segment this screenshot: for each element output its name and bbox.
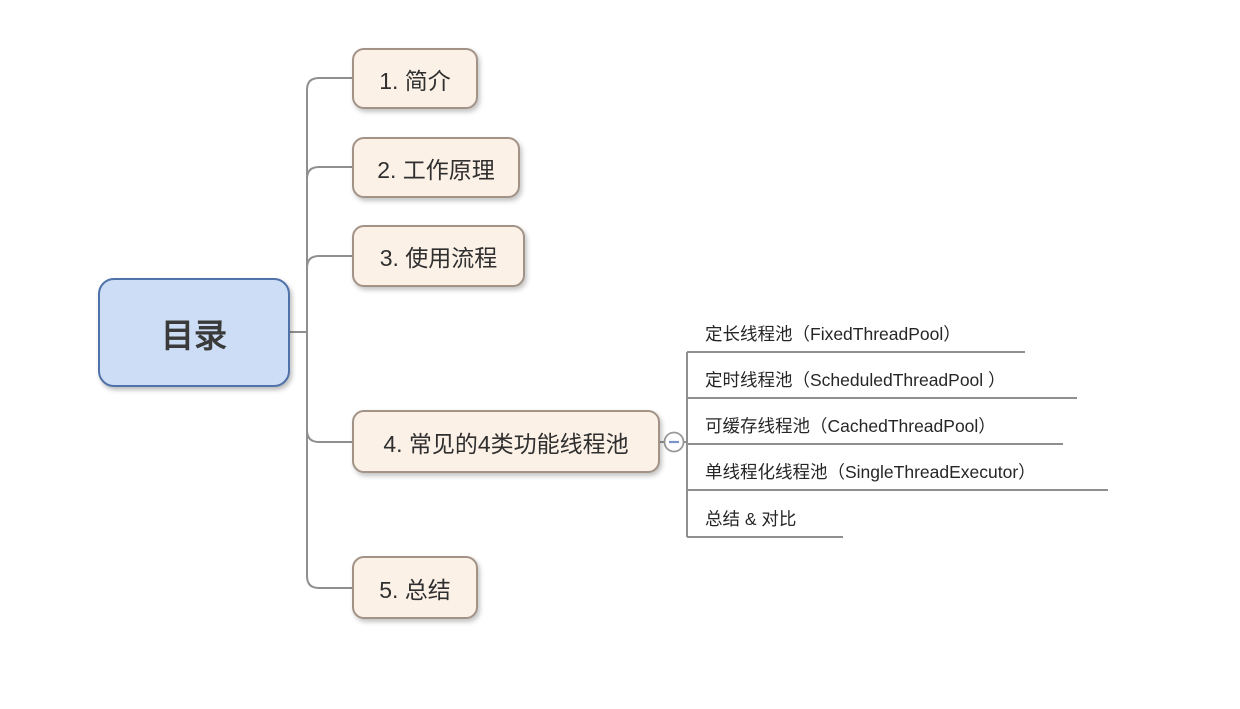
branch-node-1-label: 1. 简介: [379, 67, 451, 94]
elbow-branch-4: [306, 429, 352, 443]
branch-node-5[interactable]: 5. 总结: [352, 556, 478, 619]
branch-node-4[interactable]: 4. 常见的4类功能线程池: [352, 410, 660, 473]
root-node-label: 目录: [161, 316, 227, 354]
child-node-5[interactable]: 总结 & 对比: [705, 506, 796, 532]
child-node-3[interactable]: 可缓存线程池（CachedThreadPool）: [705, 413, 996, 439]
child-node-2[interactable]: 定时线程池（ScheduledThreadPool ）: [705, 367, 1006, 393]
branch-node-2-label: 2. 工作原理: [377, 156, 495, 183]
child-node-2-label: 定时线程池（ScheduledThreadPool ）: [705, 370, 1006, 390]
branch-node-3-label: 3. 使用流程: [379, 245, 498, 271]
child-node-4[interactable]: 单线程化线程池（SingleThreadExecutor）: [705, 459, 1036, 485]
branch-node-3[interactable]: 3. 使用流程: [352, 225, 525, 287]
child-node-5-label: 总结 & 对比: [705, 509, 797, 529]
branch-node-4-label: 4. 常见的4类功能线程池: [383, 430, 629, 457]
elbow-branch-2: [306, 166, 352, 180]
branch-node-1[interactable]: 1. 简介: [352, 48, 478, 109]
child-node-1-label: 定长线程池（FixedThreadPool）: [705, 324, 961, 344]
child-node-1[interactable]: 定长线程池（FixedThreadPool）: [705, 321, 961, 347]
root-node[interactable]: 目录: [98, 278, 290, 387]
child-connectors: [660, 351, 1108, 538]
child-node-3-label: 可缓存线程池（CachedThreadPool）: [705, 416, 996, 436]
collapse-icon[interactable]: [663, 431, 685, 453]
elbow-branch-3: [306, 255, 352, 269]
elbow-branch-1: [306, 77, 352, 91]
branch-connectors: [290, 77, 352, 589]
branch-node-5-label: 5. 总结: [379, 576, 451, 603]
branch-node-2[interactable]: 2. 工作原理: [352, 137, 520, 198]
child-node-4-label: 单线程化线程池（SingleThreadExecutor）: [705, 462, 1036, 482]
elbow-branch-5: [306, 575, 352, 589]
